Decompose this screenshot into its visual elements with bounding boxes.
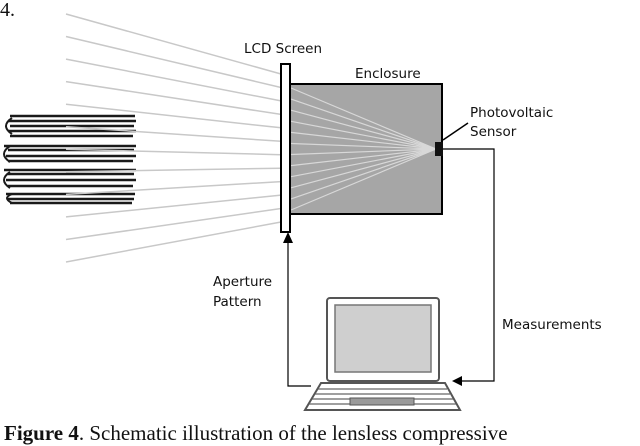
measurement-wire bbox=[443, 148, 495, 382]
light-ray bbox=[65, 180, 282, 196]
measurement-arrow-icon bbox=[452, 376, 462, 386]
converging-ray bbox=[290, 109, 437, 150]
converging-ray bbox=[290, 131, 437, 150]
aperture-wire bbox=[287, 240, 311, 387]
light-rays bbox=[65, 13, 282, 263]
light-ray bbox=[65, 207, 282, 241]
caption-text: . Schematic illustration of the lensless… bbox=[78, 421, 508, 445]
aperture-arrow-icon bbox=[283, 232, 293, 243]
converging-rays bbox=[290, 87, 437, 211]
converging-ray bbox=[290, 148, 437, 178]
figure-label: Figure 4 bbox=[4, 421, 79, 445]
converging-ray bbox=[290, 142, 437, 150]
converging-ray bbox=[290, 148, 437, 189]
light-ray bbox=[65, 103, 282, 129]
light-ray bbox=[65, 167, 282, 173]
light-ray bbox=[65, 221, 282, 263]
lensless-camera-diagram: 4. LCD Screen Enclosure Photovoltaic Sen… bbox=[0, 0, 602, 411]
light-ray bbox=[65, 125, 282, 143]
photovoltaic-sensor bbox=[435, 142, 443, 156]
photovoltaic-label: Photovoltaic bbox=[470, 105, 553, 121]
converging-ray bbox=[290, 148, 437, 167]
converging-ray bbox=[290, 148, 437, 200]
aperture-label: Aperture bbox=[213, 274, 272, 290]
sensor-pointer-line bbox=[442, 122, 469, 141]
converging-ray bbox=[290, 120, 437, 150]
lcd-screen-panel bbox=[280, 63, 291, 233]
enclosure-label: Enclosure bbox=[355, 66, 421, 82]
light-ray bbox=[65, 148, 282, 156]
light-ray bbox=[65, 194, 282, 218]
light-ray bbox=[65, 35, 282, 89]
measurements-label: Measurements bbox=[502, 317, 602, 333]
lcd-screen-label: LCD Screen bbox=[244, 41, 322, 57]
enclosure-box bbox=[289, 83, 443, 215]
converging-ray bbox=[290, 148, 437, 211]
figure-caption: Figure 4. Schematic illustration of the … bbox=[4, 420, 640, 446]
converging-ray bbox=[290, 98, 437, 150]
light-ray bbox=[65, 80, 282, 116]
light-ray bbox=[65, 13, 282, 75]
converging-ray bbox=[290, 148, 437, 156]
sensor-label: Sensor bbox=[470, 124, 517, 140]
converging-ray bbox=[290, 87, 437, 150]
laptop-icon bbox=[303, 297, 462, 411]
pattern-label: Pattern bbox=[213, 294, 262, 310]
light-ray bbox=[65, 58, 282, 102]
object-books bbox=[0, 112, 136, 205]
page-number: 4. bbox=[0, 0, 15, 21]
